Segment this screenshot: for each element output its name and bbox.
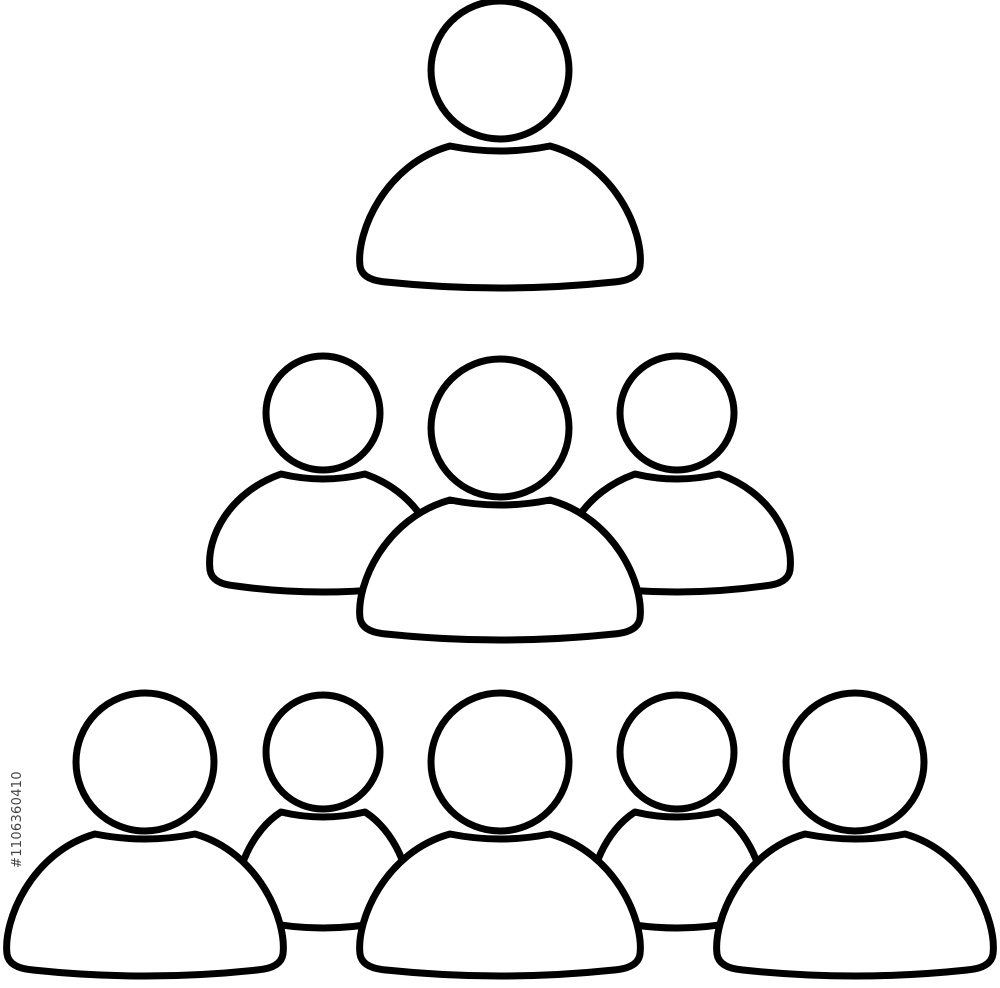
person-bottom-right xyxy=(713,689,997,980)
person-bottom-back-left xyxy=(232,691,414,932)
person-top-body xyxy=(356,142,644,292)
stock-id-watermark: #1106360410 xyxy=(10,771,25,868)
person-middle-right-head xyxy=(616,352,738,474)
person-top-head xyxy=(427,0,573,143)
person-bottom-back-right-head xyxy=(616,691,738,813)
person-bottom-right-head xyxy=(782,689,928,835)
person-bottom-center-body xyxy=(356,830,644,980)
person-bottom-center xyxy=(356,689,644,980)
person-middle-center xyxy=(356,355,644,644)
person-bottom-left xyxy=(3,689,287,980)
person-bottom-left-head xyxy=(72,689,218,835)
person-middle-center-head xyxy=(427,355,573,501)
person-bottom-left-body xyxy=(3,830,287,980)
person-middle-left-head xyxy=(262,352,384,474)
person-bottom-center-head xyxy=(427,689,573,835)
person-bottom-back-left-head xyxy=(262,691,384,813)
person-bottom-back-right xyxy=(586,691,768,932)
person-middle-center-body xyxy=(356,496,644,644)
person-top xyxy=(356,0,644,292)
person-bottom-right-body xyxy=(713,830,997,980)
